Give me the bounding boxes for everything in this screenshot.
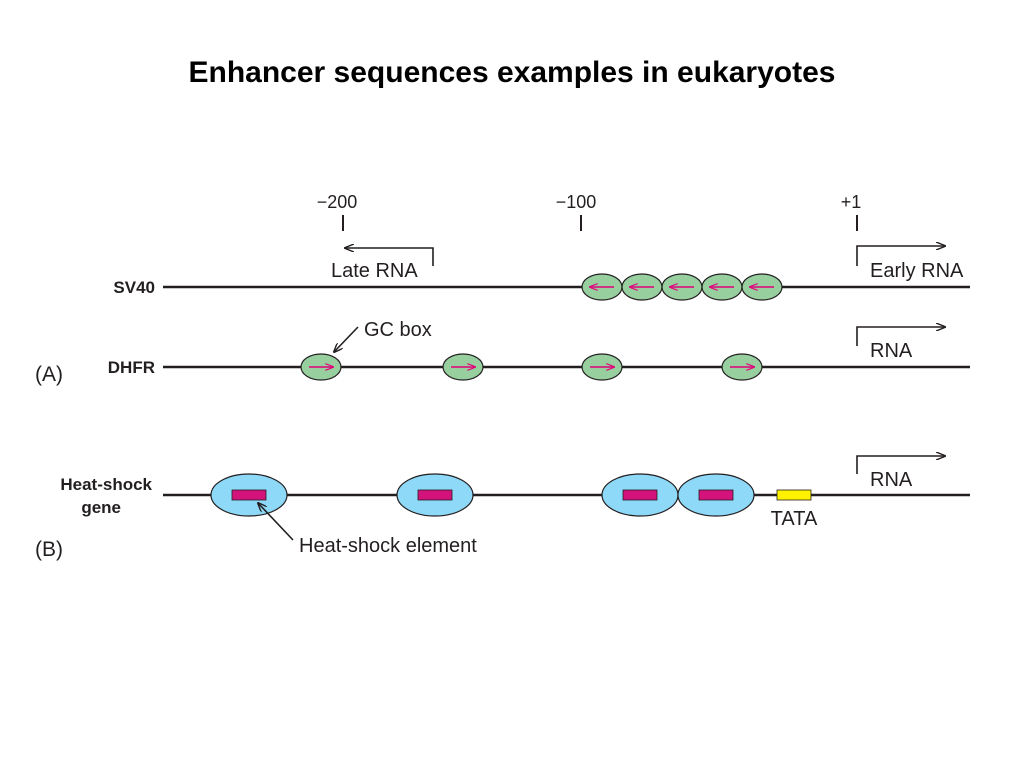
position-minus200: −200 [317,192,358,212]
position-minus100: −100 [556,192,597,212]
position-scale: −200 −100 +1 [317,192,862,231]
heat-shock-gene-label-line1: Heat-shock [60,475,152,494]
heat-shock-element [396,473,474,517]
heat-shock-element-callout-label: Heat-shock element [299,535,477,557]
heat-shock-rna-label: RNA [870,469,913,491]
heat-shock-row: Heat-shock gene (B) TATA RNA Heat-shock … [35,456,970,561]
gc-box-callout-label: GC box [364,319,432,341]
heat-shock-element [601,473,679,517]
heat-shock-element [210,473,288,517]
gc-box [621,273,663,301]
late-rna-label: Late RNA [331,260,418,282]
gc-box-callout-arrow [334,326,359,352]
dhfr-rna-arrow [856,327,945,346]
sv40-row: SV40 Late RNA Early RNA [113,246,970,301]
heat-shock-element [677,473,755,517]
dhfr-rna-label: RNA [870,340,913,362]
gc-box [661,273,703,301]
gc-box [701,273,743,301]
sv40-gc-box-group [581,273,783,301]
tata-label: TATA [771,508,818,530]
slide-title: Enhancer sequences examples in eukaryote… [188,56,836,89]
panel-a-label: (A) [35,363,63,386]
gc-box [442,353,484,381]
early-rna-label: Early RNA [870,260,964,282]
tata-box [776,489,812,501]
dhfr-row: (A) DHFR GC box RNA [35,319,970,386]
gc-box [300,353,342,381]
heat-shock-gene-label-line2: gene [81,498,121,517]
gc-box [581,353,623,381]
gc-box [581,273,623,301]
heat-shock-element-callout-arrow [258,503,294,541]
dhfr-gc-box-group [300,353,763,381]
early-rna-arrow [856,246,945,266]
gc-box [721,353,763,381]
late-rna-arrow [345,248,434,266]
heat-shock-rna-arrow [856,456,945,474]
dhfr-gene-label: DHFR [108,358,155,377]
sv40-gene-label: SV40 [113,278,155,297]
panel-b-label: (B) [35,538,63,561]
gc-box [741,273,783,301]
position-plus1: +1 [841,192,862,212]
